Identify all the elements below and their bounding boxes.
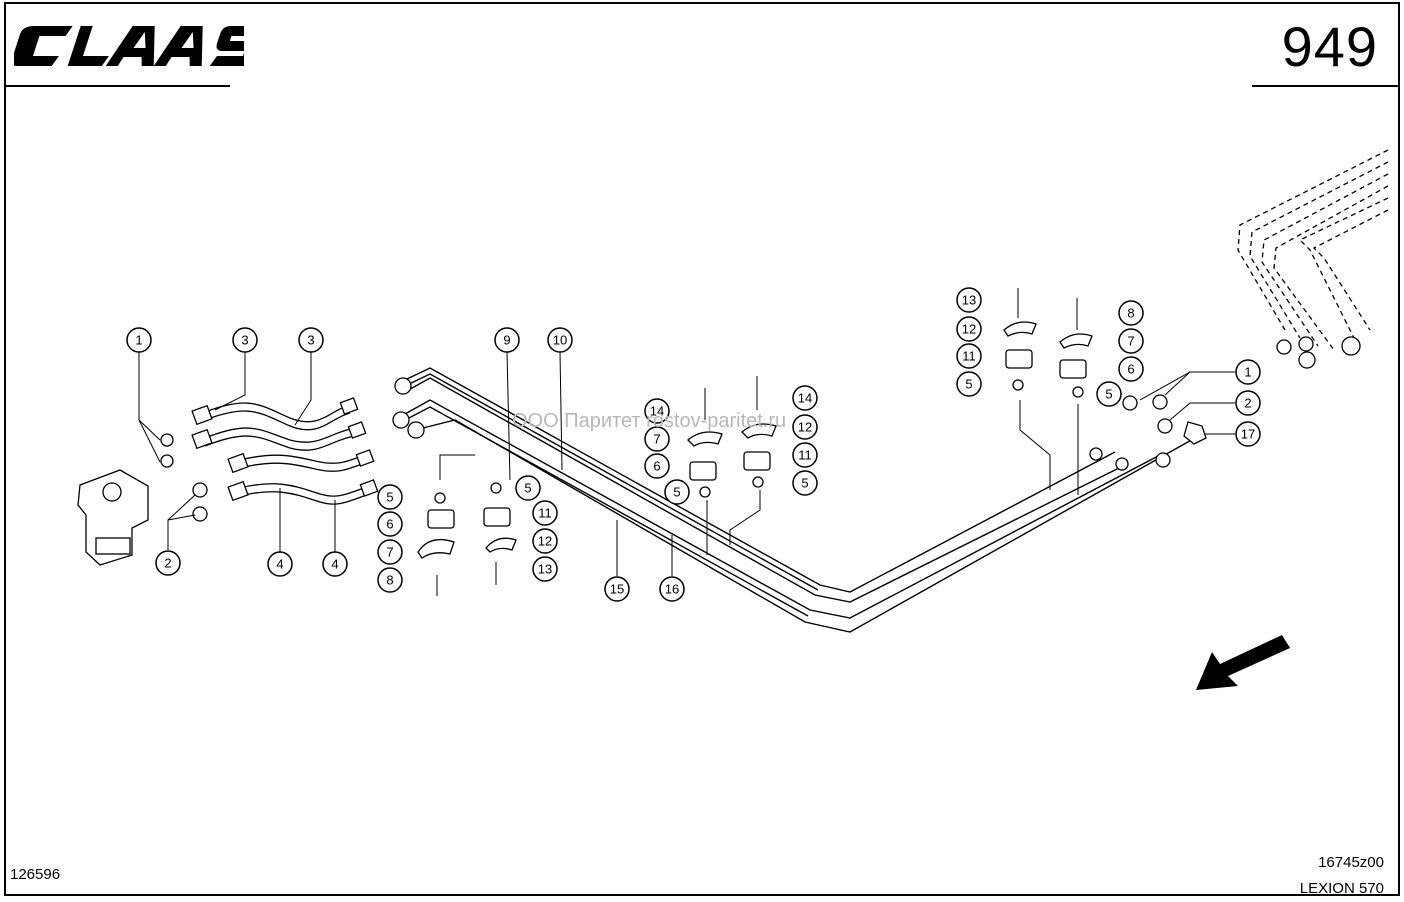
header-rule	[6, 85, 230, 87]
callout-10: 10	[547, 327, 573, 353]
svg-text:14: 14	[650, 404, 664, 419]
callout-7: 7	[644, 426, 670, 452]
nut-fittings-top-right	[1276, 336, 1361, 369]
svg-text:14: 14	[798, 391, 812, 406]
svg-text:3: 3	[241, 333, 248, 348]
svg-text:1: 1	[135, 333, 142, 348]
callout-11: 11	[792, 442, 818, 468]
footer-refs: 16745z00 LEXION 570	[1300, 850, 1384, 902]
svg-text:12: 12	[798, 420, 812, 435]
svg-text:2: 2	[164, 556, 171, 571]
callout-12: 12	[956, 316, 982, 342]
callout-3: 3	[298, 327, 324, 353]
svg-text:8: 8	[386, 573, 393, 588]
callout-6: 6	[644, 453, 670, 479]
svg-text:7: 7	[653, 432, 660, 447]
svg-text:7: 7	[386, 545, 393, 560]
callout-5: 5	[515, 475, 541, 501]
svg-text:4: 4	[331, 557, 338, 572]
part-callouts: 1 3 3 2 4 4 9 10 5 6 7 8 5 11 12 13 15 1…	[126, 287, 1261, 602]
callout-14: 14	[644, 398, 670, 424]
svg-text:4: 4	[276, 557, 283, 572]
claas-logo	[14, 26, 244, 66]
leader-lines	[138, 351, 1235, 576]
callout-16: 16	[659, 576, 685, 602]
page-number: 949	[1281, 15, 1378, 78]
header-rule	[1252, 85, 1398, 87]
callout-2: 2	[1235, 390, 1261, 416]
svg-text:11: 11	[962, 349, 976, 364]
svg-text:5: 5	[801, 476, 808, 491]
pipe-clamps	[417, 288, 1093, 596]
callout-5: 5	[956, 371, 982, 397]
dashed-continuation-lines	[1237, 149, 1389, 351]
callout-13: 13	[532, 556, 558, 582]
valve-block	[77, 469, 149, 566]
steel-pipes	[404, 367, 1196, 633]
svg-text:6: 6	[1127, 362, 1134, 377]
svg-text:11: 11	[538, 506, 552, 521]
svg-text:5: 5	[524, 481, 531, 496]
callout-5: 5	[664, 479, 690, 505]
svg-text:6: 6	[653, 459, 660, 474]
callout-11: 11	[956, 343, 982, 369]
callout-5: 5	[792, 470, 818, 496]
svg-text:8: 8	[1127, 306, 1134, 321]
svg-text:5: 5	[673, 485, 680, 500]
callout-4: 4	[322, 551, 348, 577]
illustration-ref: 16745z00	[1318, 854, 1384, 871]
callout-7: 7	[1118, 328, 1144, 354]
drawing-code: 126596	[10, 866, 61, 883]
model-name: LEXION 570	[1299, 880, 1384, 897]
svg-text:17: 17	[1241, 427, 1255, 442]
svg-text:13: 13	[962, 293, 976, 308]
watermark-text: ООО Паритет rostov-paritet.ru	[512, 410, 787, 432]
callout-1: 1	[126, 327, 152, 353]
svg-text:5: 5	[1105, 387, 1112, 402]
svg-text:9: 9	[503, 333, 510, 348]
svg-text:5: 5	[965, 377, 972, 392]
callout-6: 6	[377, 511, 403, 537]
svg-text:12: 12	[538, 534, 552, 549]
callout-3: 3	[232, 327, 258, 353]
svg-text:15: 15	[610, 582, 624, 597]
callout-14: 14	[792, 385, 818, 411]
svg-text:12: 12	[962, 322, 976, 337]
callout-6: 6	[1118, 356, 1144, 382]
flexible-hoses	[204, 402, 371, 505]
svg-text:5: 5	[386, 490, 393, 505]
callout-1: 1	[1235, 359, 1261, 385]
svg-text:10: 10	[553, 333, 567, 348]
direction-arrow	[1196, 635, 1290, 690]
callout-13: 13	[956, 287, 982, 313]
svg-text:6: 6	[386, 517, 393, 532]
callout-17: 17	[1235, 421, 1261, 447]
hose-fittings	[160, 377, 1207, 522]
callout-4: 4	[267, 551, 293, 577]
callout-2: 2	[155, 550, 181, 576]
callout-5: 5	[1096, 381, 1122, 407]
svg-text:1: 1	[1244, 365, 1251, 380]
callout-5: 5	[377, 484, 403, 510]
callout-15: 15	[604, 576, 630, 602]
svg-text:11: 11	[798, 448, 812, 463]
svg-text:13: 13	[538, 562, 552, 577]
drawing-frame	[4, 2, 1400, 896]
callout-8: 8	[1118, 300, 1144, 326]
callout-9: 9	[494, 327, 520, 353]
svg-text:16: 16	[665, 582, 679, 597]
svg-text:2: 2	[1244, 396, 1251, 411]
callout-7: 7	[377, 539, 403, 565]
svg-text:7: 7	[1127, 334, 1134, 349]
callout-8: 8	[377, 567, 403, 593]
callout-11: 11	[532, 500, 558, 526]
callout-12: 12	[532, 528, 558, 554]
callout-12: 12	[792, 414, 818, 440]
svg-text:3: 3	[307, 333, 314, 348]
